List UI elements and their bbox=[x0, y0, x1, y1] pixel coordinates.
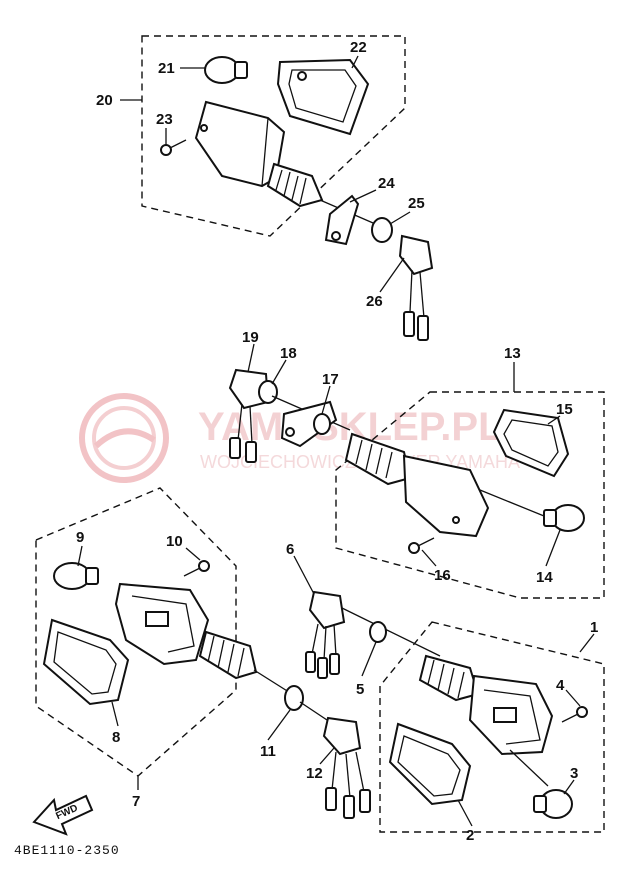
group-13-outline bbox=[335, 391, 605, 599]
connector-26 bbox=[398, 234, 434, 341]
stem-lower-right bbox=[418, 654, 480, 702]
callout-2: 2 bbox=[466, 827, 474, 844]
grommet-5 bbox=[369, 621, 387, 643]
bulb-9 bbox=[53, 562, 99, 590]
stem-middle bbox=[344, 432, 412, 486]
housing-lower-right bbox=[468, 674, 554, 787]
screw-4 bbox=[561, 706, 588, 723]
bulb-14 bbox=[543, 504, 585, 532]
callout-21: 21 bbox=[158, 60, 175, 77]
callout-5: 5 bbox=[356, 681, 364, 698]
group-1-outline bbox=[379, 621, 605, 833]
callout-4: 4 bbox=[556, 677, 565, 694]
fwd-arrow-icon: FWD bbox=[32, 794, 94, 836]
callout-24: 24 bbox=[378, 175, 395, 192]
callout-7: 7 bbox=[132, 793, 140, 810]
part-code: 4BE1110-2350 bbox=[14, 843, 120, 858]
callout-12: 12 bbox=[306, 765, 323, 782]
callout-25: 25 bbox=[408, 195, 425, 212]
grommet-18 bbox=[258, 380, 278, 404]
connector-19 bbox=[228, 368, 270, 463]
screw-23 bbox=[160, 139, 187, 156]
callout-23: 23 bbox=[156, 111, 173, 128]
lens-8 bbox=[42, 618, 130, 706]
callout-8: 8 bbox=[112, 729, 120, 746]
callout-6: 6 bbox=[286, 541, 294, 558]
callout-1: 1 bbox=[590, 619, 598, 636]
connector-12 bbox=[322, 716, 371, 819]
callout-26: 26 bbox=[366, 293, 383, 310]
lens-22 bbox=[276, 58, 370, 136]
connector-6 bbox=[305, 590, 346, 679]
screw-10 bbox=[183, 560, 210, 577]
callout-18: 18 bbox=[280, 345, 297, 362]
screw-16 bbox=[408, 537, 435, 554]
housing-middle bbox=[402, 454, 545, 538]
callout-16: 16 bbox=[434, 567, 451, 584]
bulb-3 bbox=[533, 789, 573, 819]
callouts: 21 22 20 23 24 25 26 19 18 17 13 15 14 1… bbox=[76, 39, 598, 844]
lens-2 bbox=[388, 722, 472, 806]
callout-17: 17 bbox=[322, 371, 339, 388]
callout-20: 20 bbox=[96, 92, 113, 109]
callout-9: 9 bbox=[76, 529, 84, 546]
bracket-24 bbox=[324, 194, 360, 246]
callout-13: 13 bbox=[504, 345, 521, 362]
housing-lower-left bbox=[114, 582, 210, 666]
grommet-11 bbox=[284, 685, 304, 711]
callout-19: 19 bbox=[242, 329, 259, 346]
group-7-outline bbox=[35, 487, 237, 777]
leader-lines bbox=[77, 55, 595, 827]
callout-3: 3 bbox=[570, 765, 578, 782]
callout-22: 22 bbox=[350, 39, 367, 56]
callout-10: 10 bbox=[166, 533, 183, 550]
stem-upper bbox=[266, 162, 381, 227]
group-20-outline bbox=[141, 35, 406, 237]
callout-15: 15 bbox=[556, 401, 573, 418]
callout-11: 11 bbox=[260, 743, 276, 760]
housing-upper bbox=[194, 100, 286, 188]
stem-lower-left bbox=[198, 630, 293, 695]
bulb-21 bbox=[204, 56, 248, 84]
grommet-25 bbox=[371, 217, 393, 243]
callout-14: 14 bbox=[536, 569, 553, 586]
